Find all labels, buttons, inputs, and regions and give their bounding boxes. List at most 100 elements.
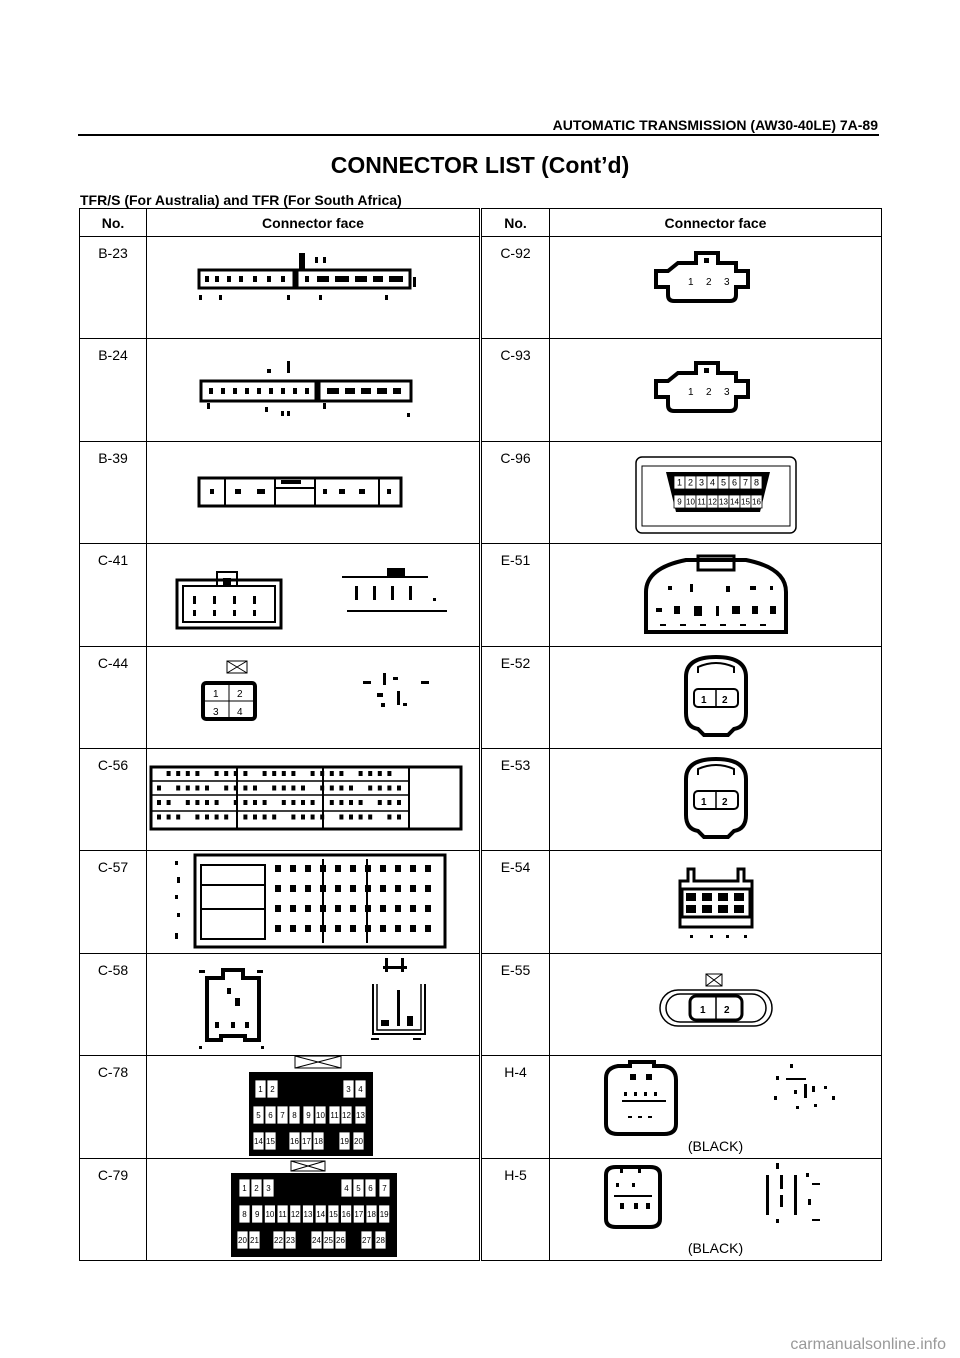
pin-mark bbox=[368, 814, 373, 820]
connector-face-c92: 1 2 3 bbox=[549, 235, 882, 340]
pin-label: 2 bbox=[706, 277, 712, 288]
pin-cell bbox=[378, 1178, 391, 1197]
pin-mark bbox=[395, 925, 401, 933]
pin-mark bbox=[253, 785, 257, 791]
pin-cell bbox=[374, 1230, 387, 1249]
pin-label: 14 bbox=[316, 1209, 325, 1218]
connector-face-c44: 1 2 3 4 bbox=[146, 645, 482, 749]
pin-mark bbox=[377, 770, 382, 776]
pin-mark bbox=[397, 814, 401, 820]
page-header: AUTOMATIC TRANSMISSION (AW30-40LE) 7A-89 bbox=[552, 117, 878, 133]
connector-face-h5: (BLACK) bbox=[549, 1157, 882, 1261]
connector-number: C-79 bbox=[79, 1157, 147, 1261]
pin-mark bbox=[305, 905, 311, 913]
pin-mark bbox=[195, 770, 200, 776]
table-header-row: No. Connector face No. Connector face bbox=[79, 208, 882, 237]
pin-mark bbox=[281, 785, 286, 791]
pin-label: 20 bbox=[354, 1137, 363, 1146]
pin-mark bbox=[339, 814, 344, 820]
pin-mark bbox=[410, 905, 416, 913]
pin-mark bbox=[275, 905, 281, 913]
pin-label: 12 bbox=[291, 1209, 300, 1218]
pin-mark bbox=[380, 865, 386, 873]
pin-cell bbox=[365, 1204, 378, 1223]
pin-cell bbox=[276, 1105, 289, 1125]
pin-mark bbox=[335, 925, 341, 933]
connector-diagram bbox=[604, 1162, 820, 1229]
pin-mark bbox=[224, 770, 229, 776]
connector-face-e54 bbox=[549, 850, 882, 954]
pin-mark bbox=[320, 814, 325, 820]
connector-face-b39 bbox=[146, 440, 482, 545]
pin-label: 11 bbox=[278, 1209, 287, 1218]
pin-label: 1 bbox=[701, 797, 707, 808]
connector-diagram bbox=[197, 253, 416, 300]
pin-label: 13 bbox=[719, 497, 728, 506]
connector-diagram bbox=[197, 476, 403, 508]
pin-mark bbox=[358, 770, 363, 776]
pin-label: 9 bbox=[255, 1209, 260, 1218]
pin-cell bbox=[314, 1105, 327, 1125]
pin-mark bbox=[310, 814, 315, 820]
pin-label: 3 bbox=[266, 1183, 271, 1192]
pin-mark bbox=[349, 814, 353, 820]
pin-cell bbox=[288, 1105, 301, 1125]
pin-label: 10 bbox=[265, 1209, 274, 1218]
pin-mark bbox=[358, 799, 363, 805]
pin-mark bbox=[387, 814, 392, 820]
pin-mark bbox=[387, 770, 392, 776]
pin-mark bbox=[185, 799, 190, 805]
pin-mark bbox=[329, 770, 334, 776]
pin-label: 20 bbox=[238, 1235, 247, 1244]
pin-mark bbox=[166, 814, 171, 820]
table-subtitle: TFR/S (For Australia) and TFR (For South… bbox=[80, 192, 402, 208]
pin-mark bbox=[301, 799, 305, 805]
pin-mark bbox=[185, 770, 190, 776]
watermark: carmanualsonline.info bbox=[790, 1336, 946, 1353]
pin-mark bbox=[290, 885, 296, 893]
connector-face-c57 bbox=[146, 850, 482, 954]
pin-label: 2 bbox=[254, 1183, 259, 1192]
pin-mark bbox=[425, 925, 431, 933]
color-note: (BLACK) bbox=[687, 1137, 744, 1154]
pin-label: 12 bbox=[342, 1111, 351, 1120]
pin-label: 3 bbox=[213, 707, 219, 718]
pin-label: 19 bbox=[380, 1209, 389, 1218]
pin-mark bbox=[380, 885, 386, 893]
pin-mark bbox=[320, 905, 326, 913]
pin-label: 24 bbox=[312, 1235, 321, 1244]
pin-label: 6 bbox=[268, 1111, 273, 1120]
connector-diagram: 1 2 3 4 bbox=[201, 660, 429, 721]
pin-label: 9 bbox=[306, 1111, 311, 1120]
color-note: (BLACK) bbox=[687, 1239, 744, 1256]
pin-mark bbox=[224, 814, 229, 820]
pin-label: 1 bbox=[700, 1005, 706, 1016]
table-row: B-23 C-92 1 2 3 bbox=[79, 235, 882, 340]
pin-mark bbox=[275, 865, 281, 873]
pin-cell bbox=[276, 1204, 289, 1223]
pin-cell bbox=[252, 1131, 265, 1151]
pin-mark bbox=[339, 770, 344, 776]
pin-mark bbox=[310, 770, 315, 776]
pin-label: 4 bbox=[237, 707, 243, 718]
pin-label: 15 bbox=[266, 1137, 275, 1146]
pin-cell bbox=[251, 1204, 264, 1223]
pin-mark bbox=[350, 885, 356, 893]
pin-mark bbox=[157, 799, 161, 805]
pin-mark bbox=[387, 799, 392, 805]
pin-mark bbox=[410, 885, 416, 893]
pin-label: 1 bbox=[213, 689, 219, 700]
table-row: B-24 C-93 1 2 3 bbox=[79, 338, 882, 442]
pin-mark bbox=[291, 799, 296, 805]
pin-mark bbox=[397, 799, 401, 805]
connector-diagram: 1 2 bbox=[684, 756, 748, 839]
pin-cell bbox=[302, 1204, 314, 1223]
connector-face-e51 bbox=[549, 543, 882, 647]
pin-mark bbox=[320, 865, 326, 873]
pin-cell bbox=[364, 1178, 377, 1197]
pin-mark bbox=[224, 785, 229, 791]
pin-label: 3 bbox=[724, 387, 730, 398]
